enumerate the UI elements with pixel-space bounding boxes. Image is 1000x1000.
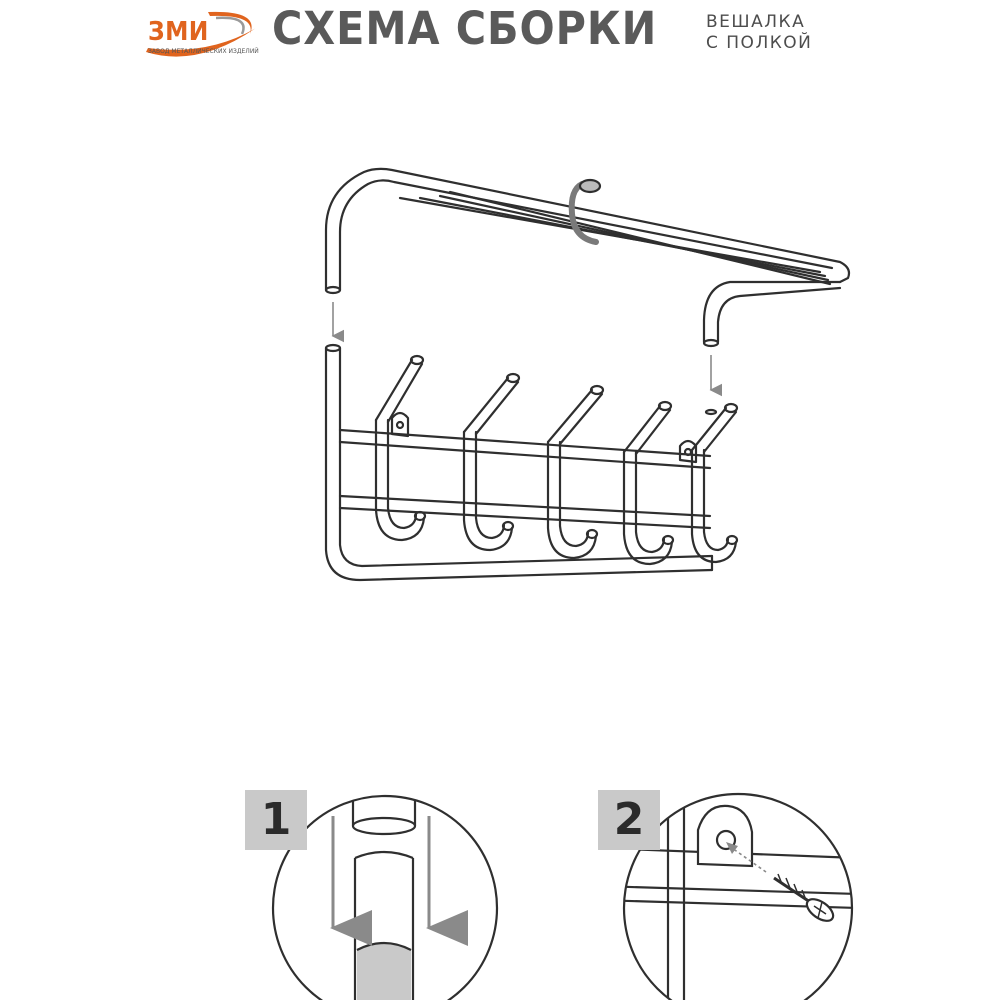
step-number-badge: 2 — [598, 790, 660, 850]
step-number-badge: 1 — [245, 790, 307, 850]
detail-step-1: 1 — [245, 760, 505, 1000]
assembly-drawing — [300, 150, 880, 600]
shelf-part — [324, 167, 851, 348]
brand-logo: ЗМИ ЗАВОД МЕТАЛЛИЧЕСКИХ ИЗДЕЛИЙ — [138, 8, 263, 60]
detail-step-2: 2 — [598, 760, 858, 1000]
header: ЗМИ ЗАВОД МЕТАЛЛИЧЕСКИХ ИЗДЕЛИЙ СХЕМА СБ… — [0, 0, 1000, 70]
subtitle-line-2: С ПОЛКОЙ — [706, 33, 813, 53]
page-subtitle: ВЕШАЛКА С ПОЛКОЙ — [706, 12, 812, 54]
hooks — [374, 354, 739, 566]
hook-rail-part — [324, 343, 718, 582]
coat-rack-with-shelf-illustration — [324, 167, 851, 582]
page-title: СХЕМА СБОРКИ — [272, 2, 658, 55]
logo-text: ЗМИ — [148, 17, 209, 47]
subtitle-line-1: ВЕШАЛКА — [706, 12, 806, 32]
tube-insertion-detail — [271, 794, 499, 1000]
wall-mount-screw-detail — [622, 792, 854, 1000]
logo-swoosh-icon — [146, 11, 256, 57]
assembly-arrows — [331, 302, 723, 397]
logo-subtext: ЗАВОД МЕТАЛЛИЧЕСКИХ ИЗДЕЛИЙ — [148, 48, 259, 55]
screw-icon — [773, 873, 835, 922]
